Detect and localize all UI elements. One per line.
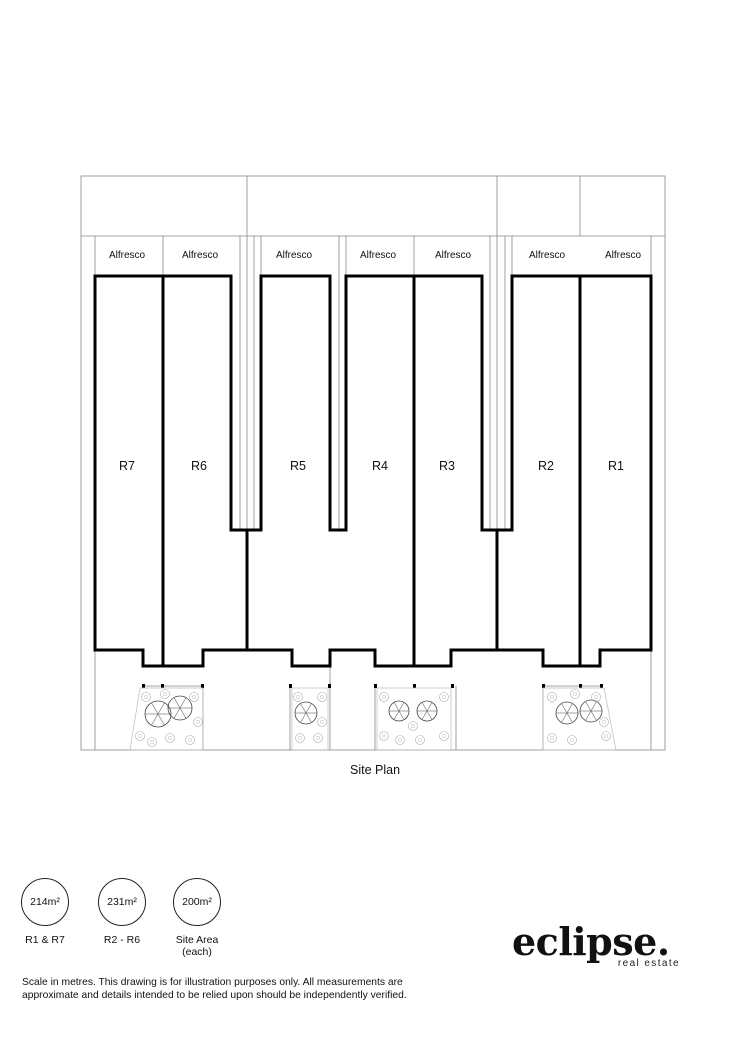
shrub-icon	[591, 692, 601, 702]
unit-label-r6: R6	[191, 459, 207, 473]
area-value-circle: 214m²	[21, 878, 69, 926]
shrub-icon	[547, 733, 557, 743]
area-label: R2 - R6	[103, 934, 141, 946]
tree-icon	[144, 700, 172, 728]
unit-label-r2: R2	[538, 459, 554, 473]
area-badge-r2-r6: 231m² R2 - R6	[52, 878, 192, 946]
alfresco-label-r5: Alfresco	[276, 250, 313, 261]
shrub-icon	[379, 692, 389, 702]
tree-icon	[416, 700, 438, 722]
tree-icon	[167, 695, 193, 721]
site-boundary	[80, 175, 666, 751]
alfresco-label-r6: Alfresco	[182, 250, 219, 261]
tree-icon	[294, 701, 318, 725]
unit-label-r3: R3	[439, 459, 455, 473]
shrub-icon	[313, 733, 323, 743]
tree-icon	[555, 701, 579, 725]
unit-label-r1: R1	[608, 459, 624, 473]
alfresco-label-r7: Alfresco	[109, 250, 146, 261]
area-value-circle: 200m²	[173, 878, 221, 926]
shrub-icon	[317, 717, 327, 727]
brand-name: eclipse.	[512, 919, 670, 964]
unit-label-r4: R4	[372, 459, 388, 473]
shrub-icon	[567, 735, 577, 745]
alfresco-label-r1: Alfresco	[605, 250, 642, 261]
disclaimer-text: Scale in metres. This drawing is for ill…	[22, 977, 407, 1001]
gate-markers	[142, 684, 603, 688]
alfresco-label-r2: Alfresco	[529, 250, 566, 261]
brand-tagline: real estate	[617, 958, 680, 969]
shrub-icon	[599, 717, 609, 727]
area-label: Site Area (each)	[175, 934, 219, 958]
alfresco-label-r3: Alfresco	[435, 250, 472, 261]
shrub-icon	[439, 731, 449, 741]
unit-label-r7: R7	[119, 459, 135, 473]
shrub-icon	[415, 735, 425, 745]
area-value-circle: 231m²	[98, 878, 146, 926]
tree-icon	[579, 699, 603, 723]
alfresco-label-r4: Alfresco	[360, 250, 397, 261]
shrub-icon	[395, 735, 405, 745]
shrub-icon	[317, 692, 327, 702]
shrub-icon	[147, 737, 157, 747]
shrub-icon	[295, 733, 305, 743]
party-walls	[161, 276, 582, 666]
shrub-icon	[547, 692, 557, 702]
shrub-icon	[570, 689, 580, 699]
site-plan-caption: Site Plan	[349, 763, 401, 777]
shrub-icon	[165, 733, 175, 743]
shrub-icon	[141, 692, 151, 702]
building-outline	[93, 274, 653, 668]
site-plan-drawing: Alfresco Alfresco Alfresco Alfresco Alfr…	[80, 175, 666, 751]
brand-logo: eclipse. real estate	[512, 922, 684, 974]
area-badge-r1-r7: 214m² R1 & R7	[0, 878, 115, 946]
tree-icon	[388, 700, 410, 722]
shrub-icon	[379, 731, 389, 741]
shrub-icon	[293, 692, 303, 702]
unit-label-r5: R5	[290, 459, 306, 473]
shrub-icon	[193, 717, 203, 727]
area-label: R1 & R7	[25, 934, 65, 946]
area-badge-site-area: 200m² Site Area (each)	[127, 878, 267, 958]
shrub-icon	[185, 735, 195, 745]
shrub-icon	[408, 721, 418, 731]
shrub-icon	[135, 731, 145, 741]
shrub-icon	[439, 692, 449, 702]
landscaping	[129, 687, 617, 751]
shrub-icon	[601, 731, 611, 741]
shrub-icon	[189, 692, 199, 702]
shrub-icon	[160, 689, 170, 699]
